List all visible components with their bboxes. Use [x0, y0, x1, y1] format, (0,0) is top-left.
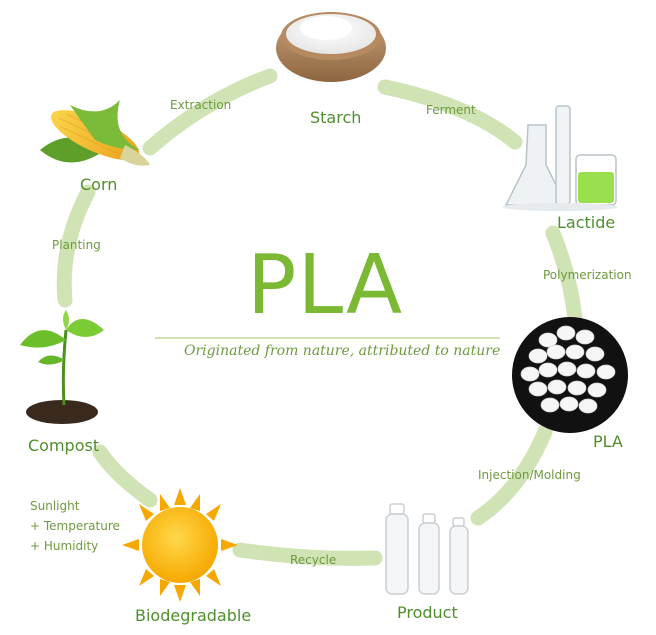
node-label-corn: Corn: [80, 175, 118, 194]
corn-icon: [40, 100, 150, 166]
edge-label-recycle: Recycle: [290, 553, 337, 567]
node-label-lactide: Lactide: [557, 213, 616, 232]
node-label-compost: Compost: [28, 436, 100, 455]
conditions-line-temperature: + Temperature: [30, 519, 120, 533]
edge-label-planting: Planting: [52, 238, 101, 252]
ring-segment-product-biodegradable: [232, 542, 383, 566]
node-label-biodegradable: Biodegradable: [135, 606, 252, 625]
ring-segment-lactide-pla: [545, 225, 583, 326]
edge-label-polymerization: Polymerization: [543, 268, 632, 282]
node-label-product: Product: [397, 603, 458, 622]
edge-label-ferment: Ferment: [426, 103, 476, 117]
bottles-icon: [385, 503, 469, 595]
conditions-line-humidity: + Humidity: [30, 539, 99, 553]
cycle-ring: [56, 68, 583, 566]
node-label-starch: Starch: [310, 108, 362, 127]
node-label-pla: PLA: [593, 432, 623, 451]
starch-bowl-icon: [276, 12, 386, 82]
edge-label-injection-molding: Injection/Molding: [478, 468, 581, 482]
sun-icon: [122, 488, 238, 602]
conditions-note: Sunlight + Temperature + Humidity: [30, 496, 120, 556]
page-subtitle: Originated from nature, attributed to na…: [184, 343, 501, 359]
edge-label-extraction: Extraction: [170, 98, 232, 112]
page-title: PLA: [247, 238, 404, 333]
ring-segment-compost-corn: [56, 184, 96, 308]
seedling-icon: [20, 310, 104, 424]
pla-pellets-icon: [512, 317, 628, 433]
ring-segment-corn-starch: [142, 68, 278, 156]
ring-segment-starch-lactide: [377, 79, 523, 150]
lab-glassware-icon: [502, 105, 618, 211]
ring-segment-pla-product: [470, 424, 553, 526]
ring-segment-biodegradable-compost: [92, 444, 158, 508]
conditions-line-sunlight: Sunlight: [30, 499, 80, 513]
